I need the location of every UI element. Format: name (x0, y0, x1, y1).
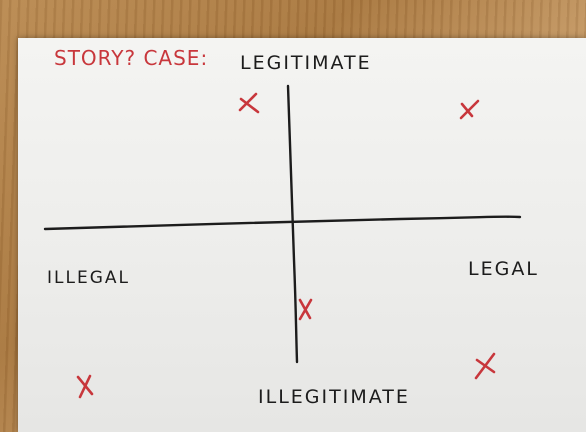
axis-label-illegitimate: ILLEGITIMATE (258, 386, 410, 408)
cross-mark-bottom-left (76, 374, 94, 399)
axis-label-legitimate: LEGITIMATE (240, 52, 372, 74)
axis-label-illegal: ILLEGAL (47, 268, 130, 288)
axis-label-legal: LEGAL (468, 258, 539, 280)
cross-mark-bottom-right (474, 352, 496, 380)
cross-mark-center-bottom (298, 298, 313, 321)
case-title: STORY? CASE: (54, 46, 209, 70)
cross-mark-top-right (459, 99, 480, 120)
paper-sheet (18, 38, 586, 432)
vertical-axis (286, 84, 299, 364)
horizontal-axis (43, 215, 522, 231)
cross-mark-top-left (238, 92, 260, 114)
